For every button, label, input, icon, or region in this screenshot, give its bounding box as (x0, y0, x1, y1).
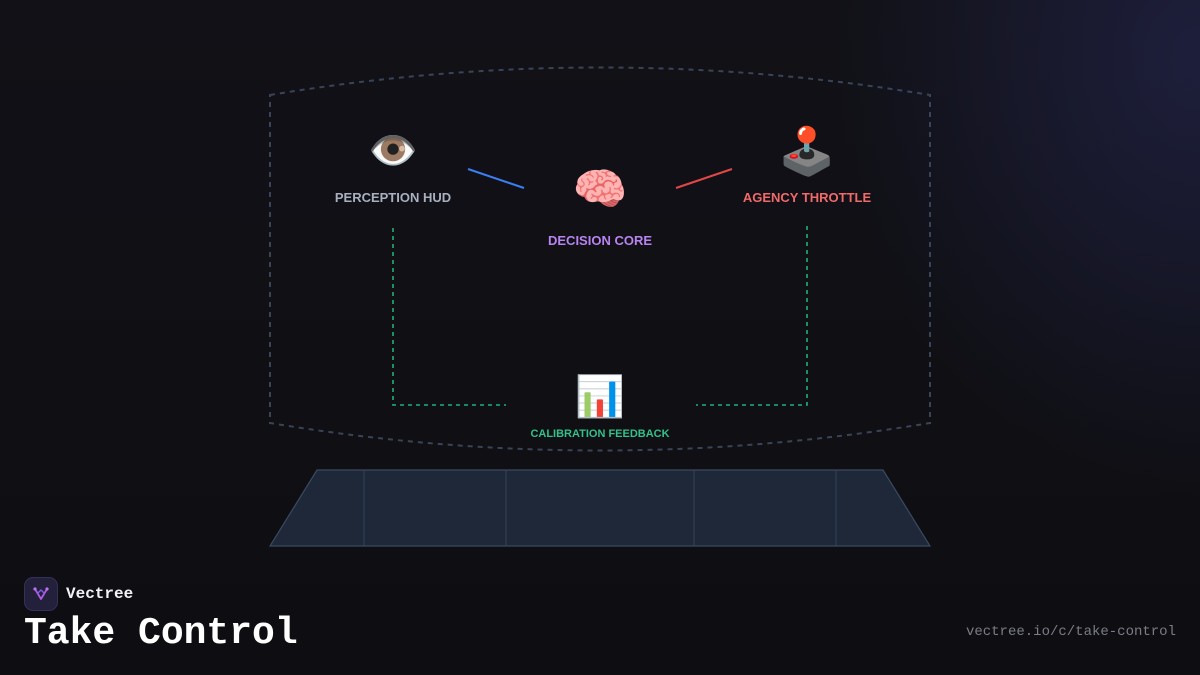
feedback-path-right (696, 226, 808, 406)
eye-icon: 👁️ (368, 128, 418, 174)
brand: Vectree (24, 577, 133, 611)
page-title: Take Control (24, 612, 298, 655)
brand-name: Vectree (66, 585, 134, 603)
platform (268, 469, 932, 547)
vectree-logo-icon (24, 577, 58, 611)
perception-hud-label: PERCEPTION HUD (334, 190, 452, 205)
link-decision-agency (675, 168, 733, 189)
decision-core-label: DECISION CORE (547, 233, 653, 248)
page-url[interactable]: vectree.io/c/take-control (965, 624, 1176, 640)
link-perception-decision (467, 168, 525, 189)
bar-chart-icon: 📊 (575, 374, 625, 420)
brain-icon: 🧠 (572, 164, 628, 215)
hud-frame (269, 66, 931, 452)
joystick-icon: 🕹️ (778, 124, 836, 178)
calibration-feedback-label: CALIBRATION FEEDBACK (530, 428, 670, 440)
agency-throttle-label: AGENCY THROTTLE (742, 190, 872, 205)
feedback-path-left (392, 228, 506, 406)
